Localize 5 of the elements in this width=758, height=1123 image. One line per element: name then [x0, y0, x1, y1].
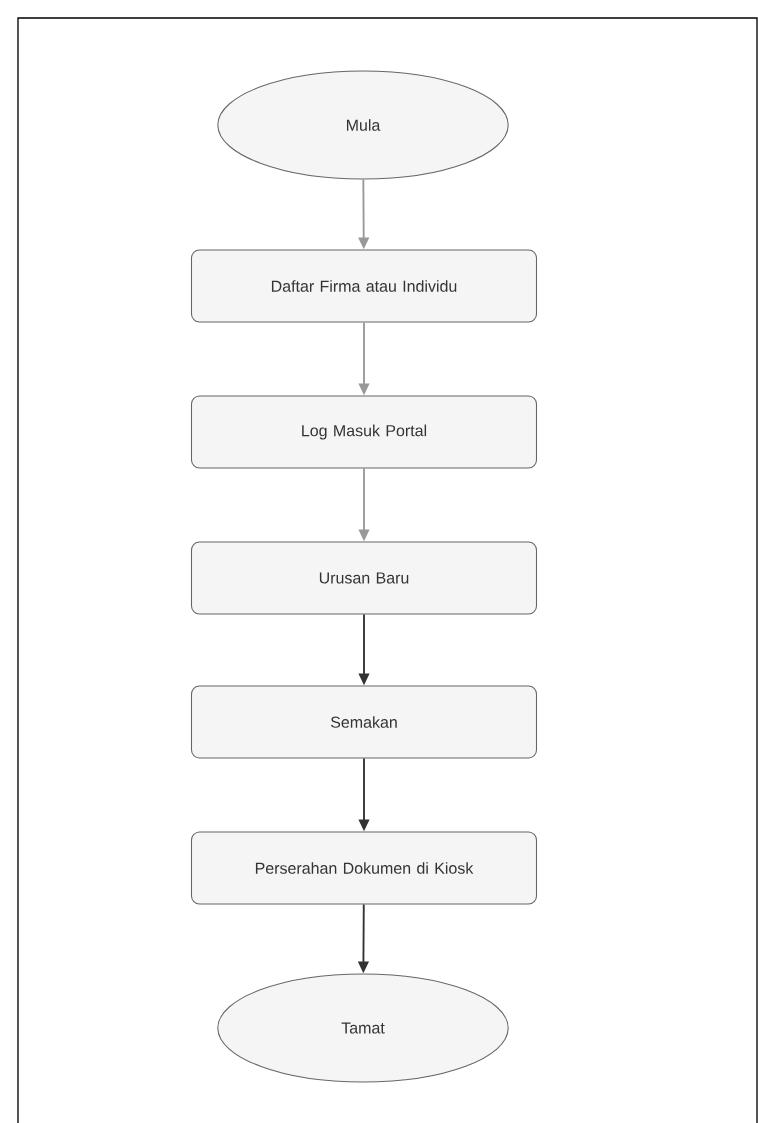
- process-box: Semakan: [190, 685, 538, 759]
- process-box: Urusan Baru: [190, 541, 538, 615]
- process-box: Daftar Firma atau Individu: [190, 249, 538, 323]
- process-box: Log Masuk Portal: [190, 395, 538, 469]
- process-box: Perserahan Dokumen di Kiosk: [190, 831, 538, 905]
